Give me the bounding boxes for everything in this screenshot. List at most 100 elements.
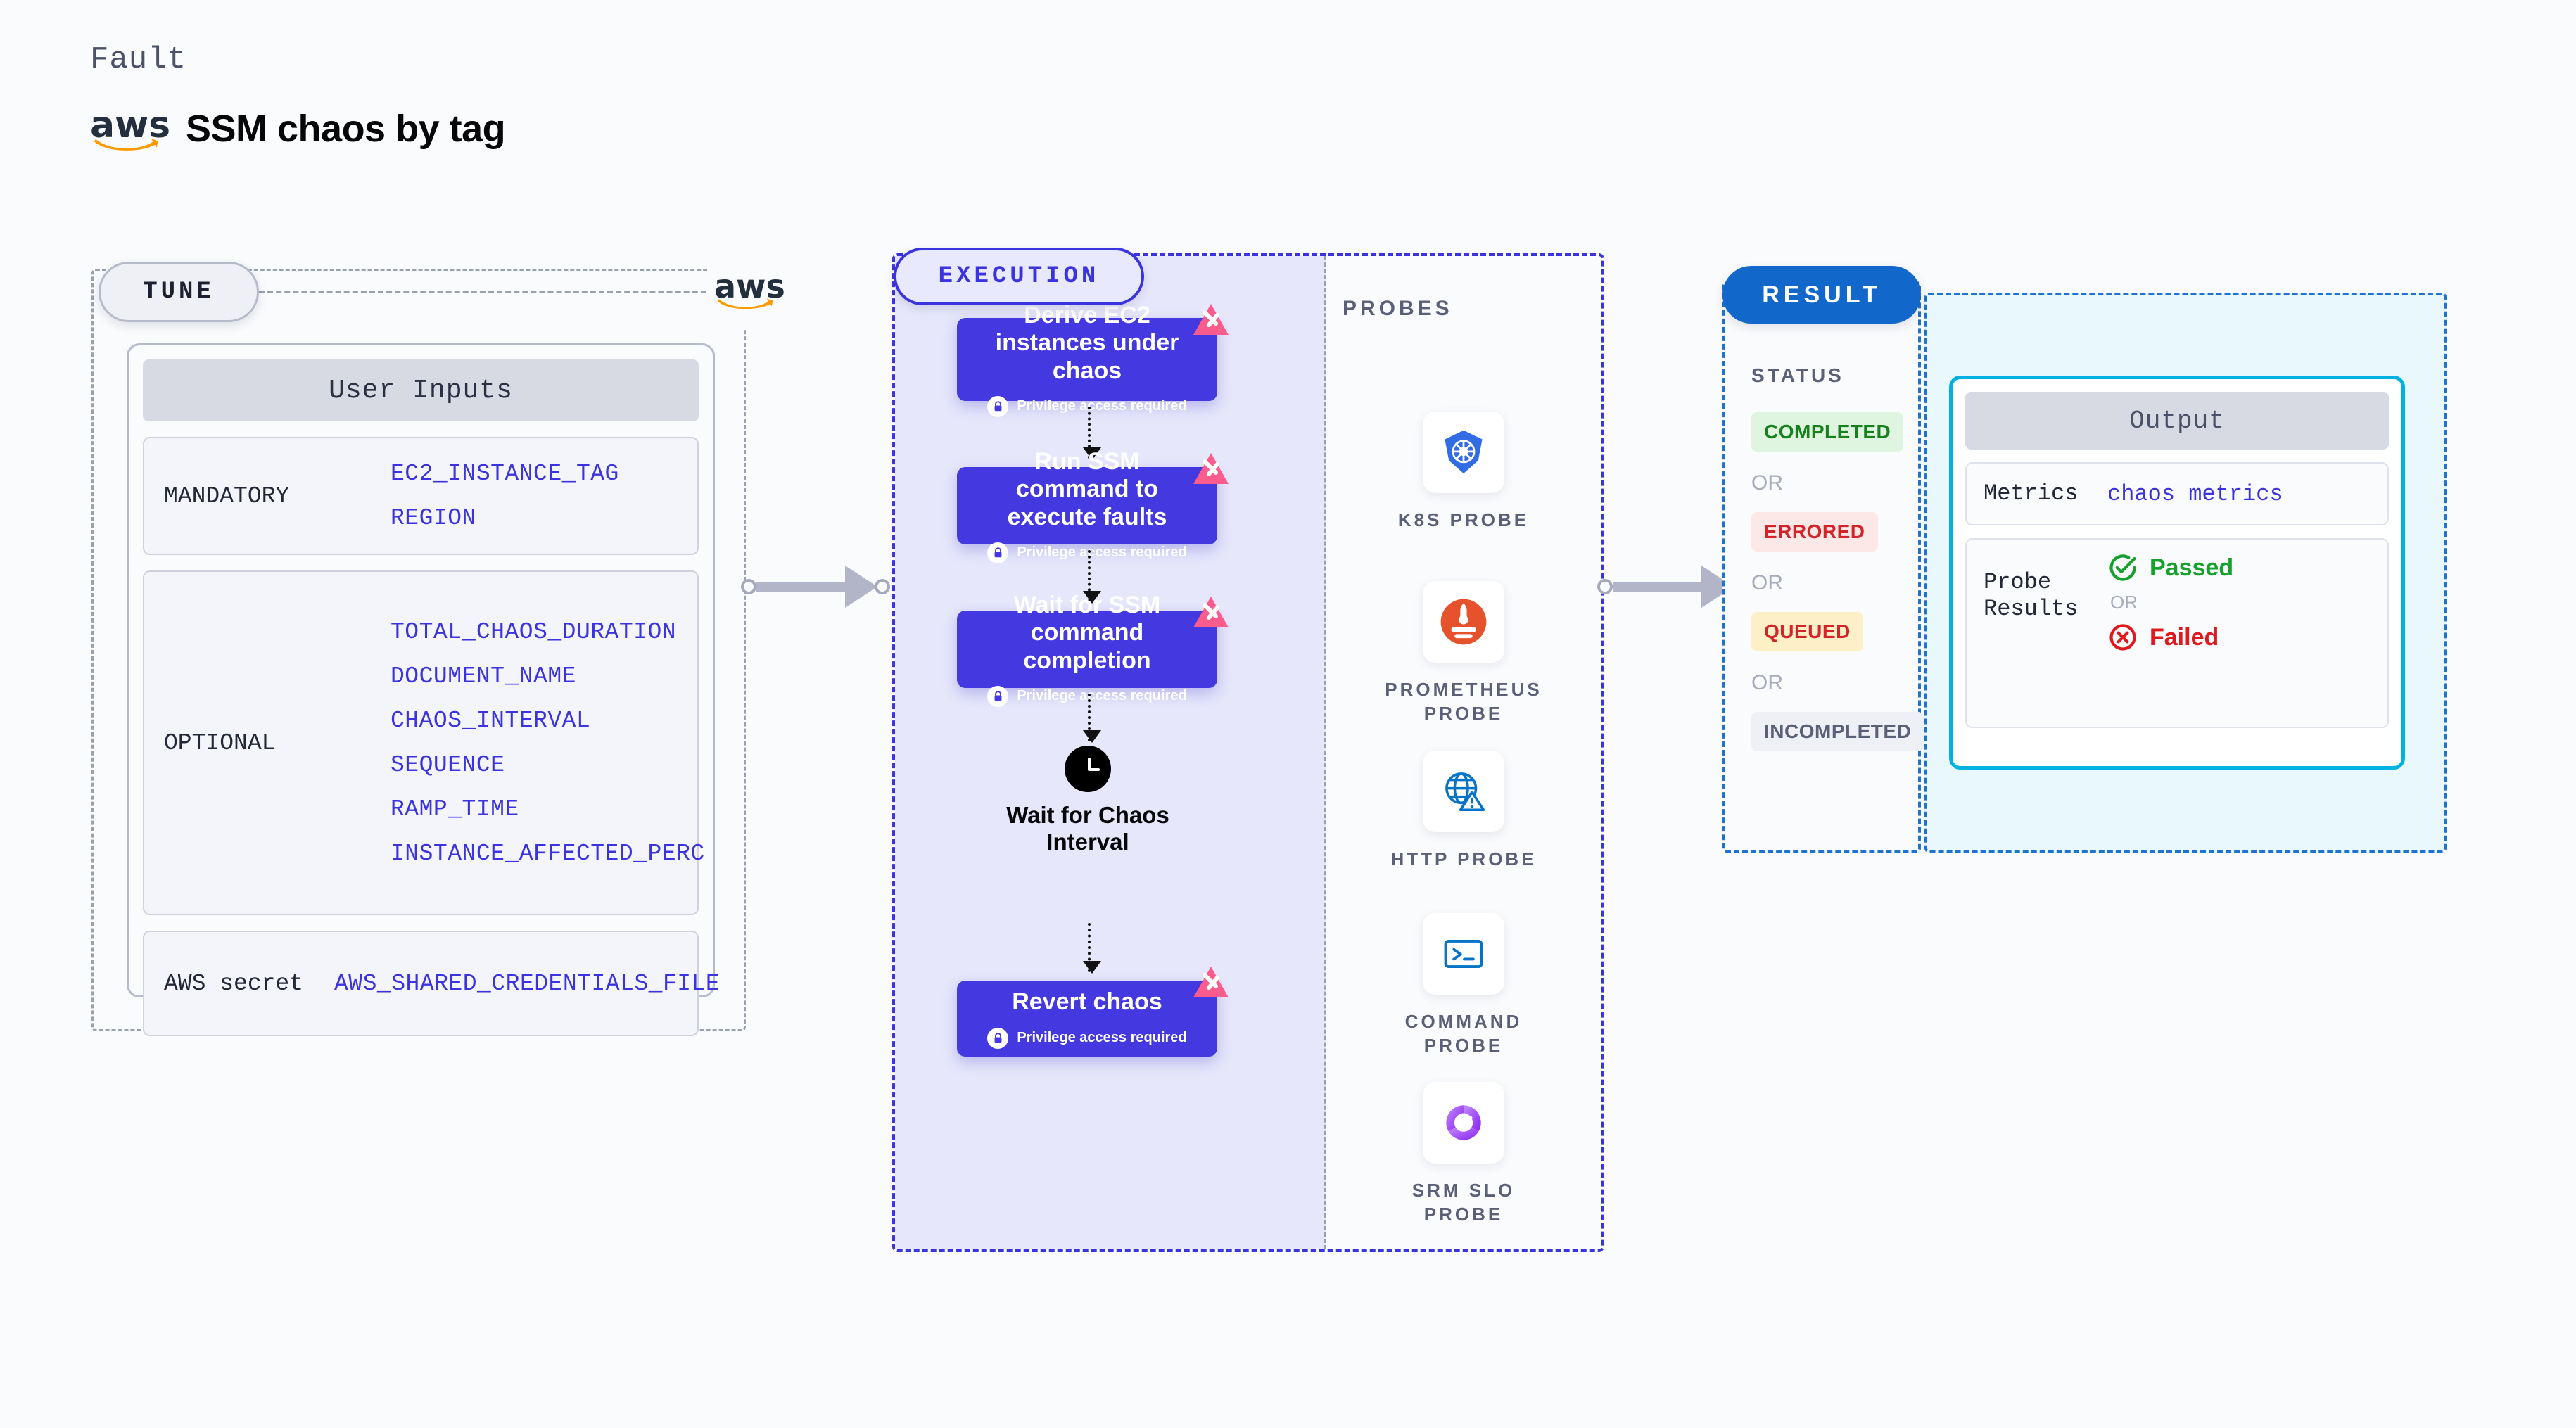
connector-line — [756, 582, 846, 592]
param-list: AWS_SHARED_CREDENTIALS_FILE — [334, 962, 720, 1006]
privilege-note-text: Privilege access required — [1017, 544, 1187, 561]
connector-tune-execution — [741, 566, 903, 608]
param-item[interactable]: RAMP_TIME — [391, 796, 519, 822]
result-panel — [1722, 281, 1921, 853]
param-item[interactable]: INSTANCE_AFFECTED_PERC — [391, 841, 705, 867]
output-title: Output — [1965, 392, 2389, 450]
execution-node[interactable]: Wait for SSM command completion Privileg… — [957, 592, 1229, 707]
param-item[interactable]: AWS_SHARED_CREDENTIALS_FILE — [334, 970, 721, 997]
privilege-note: Privilege access required — [987, 685, 1187, 707]
tune-aws-connector — [259, 291, 723, 293]
status-badge-errored: ERRORED — [1751, 512, 1878, 552]
probe-label: COMMAND PROBE — [1404, 1011, 1523, 1056]
probe-tile — [1423, 913, 1504, 995]
status-badge-incompleted: INCOMPLETED — [1751, 712, 1924, 751]
param-item[interactable]: CHAOS_INTERVAL — [391, 708, 591, 734]
probe-label: PROMETHEUS PROBE — [1385, 679, 1542, 724]
probe-tile — [1423, 751, 1504, 832]
page-header: Fault aws SSM chaos by tag — [90, 42, 506, 152]
connector-line — [1613, 582, 1703, 592]
probes-section-label: PROBES — [1343, 297, 1453, 320]
user-inputs-card: User Inputs MANDATORY EC2_INSTANCE_TAG R… — [127, 343, 720, 1036]
x-circle-icon — [2109, 624, 2136, 651]
kubernetes-icon — [1445, 430, 1483, 474]
title-row: aws SSM chaos by tag — [90, 106, 506, 152]
stage-pill-execution[interactable]: EXECUTION — [894, 248, 1144, 305]
privilege-note-text: Privilege access required — [1017, 1030, 1187, 1046]
output-metrics-label: Metrics — [1984, 480, 2079, 506]
param-group-mandatory: MANDATORY EC2_INSTANCE_TAG REGION — [143, 437, 699, 555]
execution-node[interactable]: Revert chaos Privilege access required — [957, 967, 1229, 1057]
status-badge-completed: COMPLETED — [1751, 412, 1904, 452]
execution-node[interactable]: Derive EC2 instances under chaos Privile… — [957, 302, 1229, 417]
prometheus-icon — [1440, 599, 1487, 645]
privilege-note-text: Privilege access required — [1017, 398, 1187, 414]
status-section-label: STATUS — [1751, 364, 1844, 386]
probe-k8s[interactable]: K8S PROBE — [1376, 412, 1552, 533]
execution-node-title: Run SSM command to execute faults — [1007, 448, 1167, 530]
probe-http[interactable]: HTTP PROBE — [1376, 751, 1552, 872]
status-or-1: OR — [1751, 471, 1783, 495]
execution-flow-arrow — [1083, 550, 1101, 604]
execution-flow-arrow — [1083, 923, 1101, 974]
lock-icon — [987, 1027, 1009, 1049]
output-probe-results-label: Probe Results — [1984, 569, 2079, 623]
lock-icon — [987, 685, 1009, 707]
lock-icon — [987, 542, 1009, 563]
output-probe-results-row: Probe Results Passed OR Failed — [1965, 538, 2389, 728]
page-kicker: Fault — [90, 42, 187, 77]
stage-pill-result[interactable]: RESULT — [1722, 266, 1921, 324]
connector-dot — [1597, 579, 1613, 594]
aws-logo: aws — [90, 106, 170, 152]
probe-result-or: OR — [2110, 592, 2138, 613]
execution-background — [895, 256, 1326, 1249]
param-item[interactable]: EC2_INSTANCE_TAG — [391, 461, 619, 487]
probe-prometheus[interactable]: PROMETHEUS PROBE — [1376, 581, 1552, 726]
http-globe-warning-icon — [1445, 772, 1485, 811]
param-group-label: MANDATORY — [164, 483, 290, 509]
param-list: TOTAL_CHAOS_DURATION DOCUMENT_NAME CHAOS… — [391, 610, 705, 876]
param-group-aws-secret: AWS secret AWS_SHARED_CREDENTIALS_FILE — [143, 931, 720, 1036]
param-item[interactable]: SEQUENCE — [391, 752, 505, 778]
param-group-optional: OPTIONAL TOTAL_CHAOS_DURATION DOCUMENT_N… — [143, 570, 704, 915]
execution-flow-arrow — [1083, 694, 1101, 743]
probe-result-failed: Failed — [2107, 622, 2233, 653]
clock-icon — [1065, 746, 1111, 792]
status-or-3: OR — [1751, 671, 1783, 694]
harness-icon — [1193, 597, 1229, 627]
param-item[interactable]: DOCUMENT_NAME — [391, 663, 576, 689]
stage-pill-tune[interactable]: TUNE — [99, 262, 259, 322]
execution-node-wait[interactable]: Wait for Chaos Interval — [993, 746, 1183, 855]
privilege-note-text: Privilege access required — [1017, 688, 1187, 704]
execution-node-title: Wait for Chaos Interval — [1006, 802, 1169, 855]
probe-result-passed: Passed — [2107, 552, 2233, 583]
harness-icon — [1193, 453, 1229, 484]
output-metrics-row: Metrics chaos metrics — [1965, 462, 2389, 525]
probe-result-passed-label: Passed — [2150, 554, 2234, 581]
status-badge-queued: QUEUED — [1751, 612, 1863, 651]
harness-icon — [1193, 304, 1229, 335]
param-item[interactable]: TOTAL_CHAOS_DURATION — [391, 619, 677, 645]
probe-tile — [1423, 1082, 1504, 1164]
connector-dot — [875, 579, 890, 594]
output-card: Output Metrics chaos metrics Probe Resul… — [1949, 376, 2405, 770]
connector-dot — [741, 579, 756, 594]
execution-node-title: Wait for SSM command completion — [1013, 592, 1161, 674]
probe-srm-slo[interactable]: SRM SLO PROBE — [1376, 1082, 1552, 1227]
privilege-note: Privilege access required — [987, 1027, 1187, 1049]
aws-logo-badge: aws — [707, 252, 785, 329]
param-list: EC2_INSTANCE_TAG REGION — [391, 452, 697, 540]
execution-node[interactable]: Run SSM command to execute faults Privil… — [957, 448, 1229, 563]
probe-label: K8S PROBE — [1397, 509, 1530, 530]
probe-label: HTTP PROBE — [1390, 848, 1537, 869]
probe-results-values: Passed OR Failed — [2107, 552, 2233, 714]
srm-slo-icon — [1446, 1105, 1481, 1140]
output-metrics-value[interactable]: chaos metrics — [2107, 480, 2283, 507]
aws-smile-icon — [94, 138, 158, 151]
privilege-note: Privilege access required — [987, 395, 1187, 417]
probe-command[interactable]: COMMAND PROBE — [1376, 913, 1552, 1058]
execution-node-title: Derive EC2 instances under chaos — [995, 302, 1179, 384]
execution-node-title: Revert chaos — [1012, 988, 1162, 1016]
param-item[interactable]: REGION — [391, 505, 476, 531]
privilege-note: Privilege access required — [987, 542, 1187, 563]
